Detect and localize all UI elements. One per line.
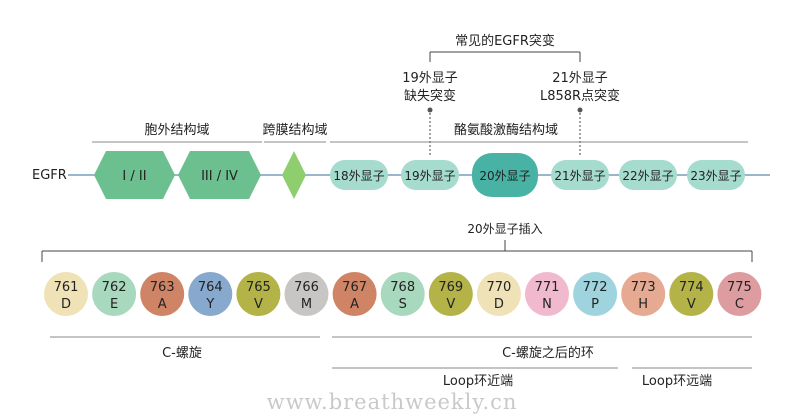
residue-774-circle xyxy=(669,272,714,316)
residue-769-number: 769 xyxy=(438,280,463,295)
residue-773-number: 773 xyxy=(631,280,656,295)
residue-767-circle xyxy=(332,272,377,316)
egfr-gene-label: EGFR xyxy=(32,168,67,183)
exon21-mutation-line2: L858R点突变 xyxy=(540,88,620,104)
domain-3-4-label: III / IV xyxy=(201,169,238,184)
residue-767-number: 767 xyxy=(342,280,367,295)
exon-21 xyxy=(551,160,609,190)
exon20-insertion-bracket xyxy=(41,240,753,262)
residue-761-number: 761 xyxy=(54,280,79,295)
exon-20-label: 20外显子 xyxy=(479,169,530,183)
residue-765-number: 765 xyxy=(246,280,271,295)
domain-1-2-hexagon xyxy=(94,151,175,199)
residue-764-amino-acid: Y xyxy=(205,297,214,312)
exon-group: 18外显子 19外显子 20外显子 21外显子 22外显子 23外显子 xyxy=(330,153,745,197)
exon-23-label: 23外显子 xyxy=(690,169,741,183)
residue-772-amino-acid: P xyxy=(591,297,599,312)
residue-774-number: 774 xyxy=(679,280,704,295)
residue-771-amino-acid: N xyxy=(542,297,552,312)
residue-773-amino-acid: H xyxy=(638,297,648,312)
exon20-insertion-label: 20外显子插入 xyxy=(467,222,542,236)
residue-773-circle xyxy=(621,272,666,316)
residue-775-circle xyxy=(717,272,762,316)
residue-771-number: 771 xyxy=(535,280,560,295)
residue-762-circle xyxy=(92,272,137,316)
watermark-text: www.breathweekly.cn xyxy=(267,390,518,414)
exon-23 xyxy=(687,160,745,190)
residue-770-amino-acid: D xyxy=(494,297,504,312)
residue-765-circle xyxy=(236,272,281,316)
residue-763-amino-acid: A xyxy=(158,297,167,312)
residue-763-number: 763 xyxy=(150,280,175,295)
c-helix-label: C-螺旋 xyxy=(162,346,202,361)
exon-22-label: 22外显子 xyxy=(622,169,673,183)
domain-3-4-hexagon xyxy=(178,151,261,199)
exon19-mutation-line2: 缺失突变 xyxy=(404,88,456,104)
residue-762-number: 762 xyxy=(102,280,127,295)
residue-775-number: 775 xyxy=(727,280,752,295)
residue-763-circle xyxy=(140,272,185,316)
residue-768-amino-acid: S xyxy=(399,297,407,312)
transmembrane-domain-label: 跨膜结构域 xyxy=(262,123,327,138)
residue-772-number: 772 xyxy=(583,280,608,295)
residue-761-amino-acid: D xyxy=(61,297,71,312)
exon-19-label: 19外显子 xyxy=(404,169,455,183)
loop-near-label: Loop环近端 xyxy=(443,374,513,389)
residue-775-amino-acid: C xyxy=(735,297,744,312)
residue-765-amino-acid: V xyxy=(254,297,263,312)
residue-768-number: 768 xyxy=(390,280,415,295)
domain-1-2-label: I / II xyxy=(122,169,146,184)
residue-772-circle xyxy=(573,272,618,316)
exon19-mutation-line1: 19外显子 xyxy=(402,71,458,86)
kinase-domain-label: 酪氨酸激酶结构域 xyxy=(454,122,558,138)
exon-21-label: 21外显子 xyxy=(554,169,605,183)
common-mutations-bracket xyxy=(429,51,581,62)
exon-22 xyxy=(619,160,677,190)
residue-766-number: 766 xyxy=(294,280,319,295)
residue-764-circle xyxy=(188,272,233,316)
residue-768-circle xyxy=(380,272,425,316)
after-c-helix-label: C-螺旋之后的环 xyxy=(502,345,594,361)
residue-774-amino-acid: V xyxy=(687,297,696,312)
common-mutations-label: 常见的EGFR突变 xyxy=(455,33,555,49)
residue-771-circle xyxy=(525,272,569,316)
exon-18-label: 18外显子 xyxy=(333,169,384,183)
residue-766-amino-acid: M xyxy=(301,297,312,312)
residue-770-number: 770 xyxy=(486,280,511,295)
residue-766-circle xyxy=(284,272,329,316)
residue-762-amino-acid: E xyxy=(110,297,118,312)
exon21-pointer xyxy=(577,107,583,156)
exon-20 xyxy=(472,153,538,197)
exon-19 xyxy=(401,160,459,190)
residue-767-amino-acid: A xyxy=(350,297,359,312)
residue-769-amino-acid: V xyxy=(446,297,455,312)
loop-far-label: Loop环远端 xyxy=(642,374,712,389)
residue-769-circle xyxy=(428,272,473,316)
extracellular-domain-label: 胞外结构域 xyxy=(144,123,209,138)
residue-764-number: 764 xyxy=(198,280,223,295)
residue-761-circle xyxy=(44,272,88,316)
residue-770-circle xyxy=(476,272,521,316)
exon19-pointer xyxy=(427,107,433,156)
exon21-mutation-line1: 21外显子 xyxy=(552,71,608,86)
transmembrane-diamond xyxy=(282,151,306,199)
exon-18 xyxy=(330,160,388,190)
